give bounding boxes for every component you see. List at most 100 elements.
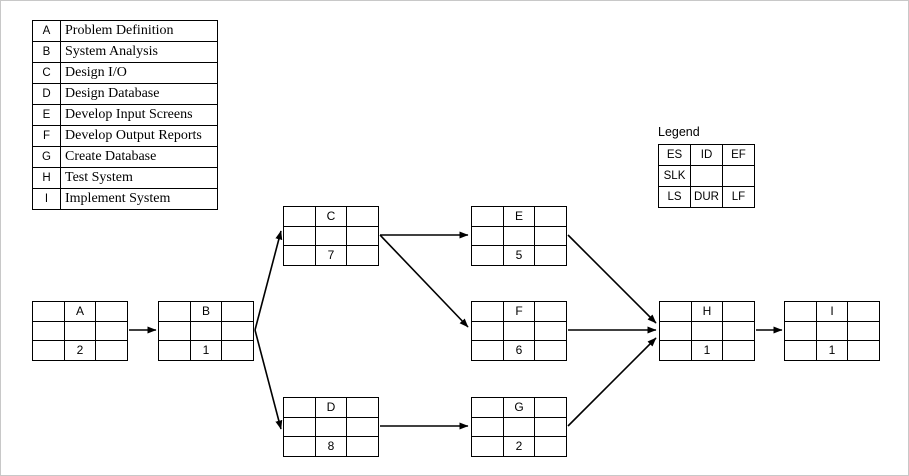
node-empty-cell xyxy=(847,340,880,361)
node-duration-cell: 6 xyxy=(502,340,536,361)
node-empty-cell xyxy=(659,301,692,322)
node-row xyxy=(471,417,567,437)
node-empty-cell xyxy=(784,340,817,361)
activity-description: System Analysis xyxy=(60,41,218,63)
node-empty-cell xyxy=(283,436,316,457)
activity-description: Create Database xyxy=(60,146,218,168)
legend-cell: SLK xyxy=(658,165,691,187)
edge-b-to-c xyxy=(254,230,283,331)
legend-row: SLK xyxy=(658,165,755,187)
node-empty-cell xyxy=(471,417,504,437)
node-empty-cell xyxy=(346,436,379,457)
node-row: 8 xyxy=(283,436,379,457)
node-empty-cell xyxy=(95,301,128,322)
node-empty-cell xyxy=(722,340,755,361)
node-empty-cell xyxy=(221,340,254,361)
node-empty-cell xyxy=(534,245,567,266)
node-empty-cell xyxy=(346,417,379,437)
node-empty-cell xyxy=(471,321,504,341)
node-row: E xyxy=(471,206,567,227)
node-id-cell: I xyxy=(815,301,849,322)
node-empty-cell xyxy=(346,226,379,246)
node-empty-cell xyxy=(32,321,65,341)
node-empty-cell xyxy=(283,206,316,227)
node-empty-cell xyxy=(158,301,191,322)
node-row: D xyxy=(283,397,379,418)
node-empty-cell xyxy=(346,245,379,266)
node-row xyxy=(283,417,379,437)
node-row xyxy=(784,321,880,341)
node-empty-cell xyxy=(534,436,567,457)
activity-description: Design Database xyxy=(60,83,218,105)
activity-code: H xyxy=(32,167,61,189)
legend-cell: ES xyxy=(658,144,691,166)
node-empty-cell xyxy=(847,321,880,341)
node-empty-cell xyxy=(690,321,724,341)
node-empty-cell xyxy=(471,340,504,361)
legend-cell: ID xyxy=(690,144,723,166)
node-empty-cell xyxy=(158,321,191,341)
legend-cell: LS xyxy=(658,186,691,208)
node-empty-cell xyxy=(32,340,65,361)
legend-cell: DUR xyxy=(690,186,723,208)
node-duration-cell: 8 xyxy=(314,436,348,457)
node-empty-cell xyxy=(283,226,316,246)
node-empty-cell xyxy=(502,226,536,246)
node-empty-cell xyxy=(534,226,567,246)
node-empty-cell xyxy=(502,417,536,437)
node-empty-cell xyxy=(283,417,316,437)
node-row xyxy=(32,321,128,341)
node-row: 7 xyxy=(283,245,379,266)
node-empty-cell xyxy=(283,397,316,418)
node-empty-cell xyxy=(534,206,567,227)
node-row: 2 xyxy=(32,340,128,361)
activity-code: E xyxy=(32,104,61,126)
edge-c-to-f xyxy=(379,234,469,328)
activity-description: Problem Definition xyxy=(60,20,218,42)
activity-description: Develop Input Screens xyxy=(60,104,218,126)
node-empty-cell xyxy=(784,321,817,341)
activity-code: I xyxy=(32,188,61,210)
activity-code: G xyxy=(32,146,61,168)
node-empty-cell xyxy=(784,301,817,322)
node-row: I xyxy=(784,301,880,322)
node-empty-cell xyxy=(471,301,504,322)
node-empty-cell xyxy=(659,321,692,341)
activity-code: A xyxy=(32,20,61,42)
node-row xyxy=(158,321,254,341)
node-id-cell: E xyxy=(502,206,536,227)
node-id-cell: D xyxy=(314,397,348,418)
node-row: A xyxy=(32,301,128,322)
node-duration-cell: 5 xyxy=(502,245,536,266)
node-row: 5 xyxy=(471,245,567,266)
edge-e-to-h xyxy=(567,234,657,324)
node-empty-cell xyxy=(659,340,692,361)
node-empty-cell xyxy=(722,301,755,322)
node-row: 1 xyxy=(158,340,254,361)
node-duration-cell: 1 xyxy=(815,340,849,361)
legend-cell: EF xyxy=(722,144,755,166)
node-empty-cell xyxy=(815,321,849,341)
node-row xyxy=(471,321,567,341)
node-empty-cell xyxy=(471,245,504,266)
node-row: 6 xyxy=(471,340,567,361)
node-empty-cell xyxy=(471,226,504,246)
